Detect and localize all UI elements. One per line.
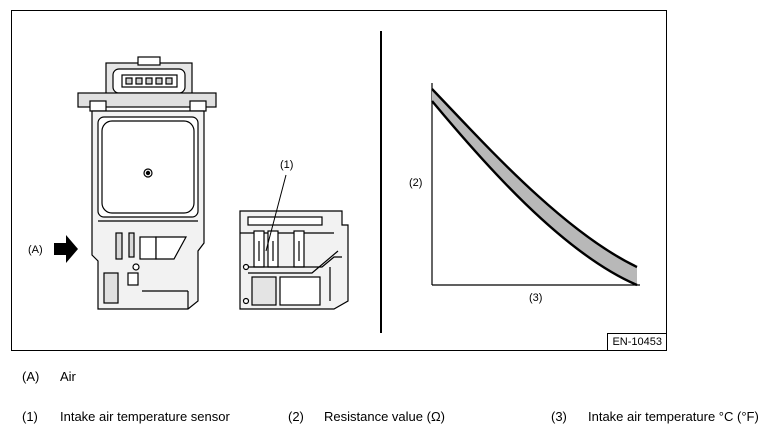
legend-a-text: Air bbox=[60, 369, 76, 384]
callout-2-label: (2) bbox=[409, 177, 423, 189]
legend-a-key: (A) bbox=[22, 369, 40, 384]
legend-1-text: Intake air temperature sensor bbox=[60, 409, 230, 424]
legend-2-text: Resistance value (Ω) bbox=[324, 409, 445, 424]
mass-airflow-sensor-body bbox=[77, 56, 217, 310]
figure-id-label: EN-10453 bbox=[607, 333, 666, 350]
resistance-tolerance-band bbox=[432, 89, 637, 285]
callout-1-label: (1) bbox=[280, 159, 294, 171]
legend-3-key: (3) bbox=[551, 409, 567, 424]
figure-frame: (A) (1) (2) (3) EN-10453 bbox=[11, 10, 667, 351]
callout-3-label: (3) bbox=[529, 292, 543, 304]
callout-1-leader bbox=[265, 174, 287, 252]
sensor-cutaway-detail bbox=[239, 210, 349, 310]
legend-2-key: (2) bbox=[288, 409, 304, 424]
resistance-curve-upper bbox=[431, 88, 638, 269]
legend-3-text: Intake air temperature °C (°F) bbox=[588, 409, 759, 424]
diagram-art bbox=[54, 31, 640, 333]
air-flow-arrow bbox=[54, 235, 78, 263]
resistance-curve-plot bbox=[431, 83, 640, 287]
callout-a-label: (A) bbox=[28, 244, 43, 256]
resistance-curve-lower bbox=[431, 100, 638, 287]
legend-1-key: (1) bbox=[22, 409, 38, 424]
